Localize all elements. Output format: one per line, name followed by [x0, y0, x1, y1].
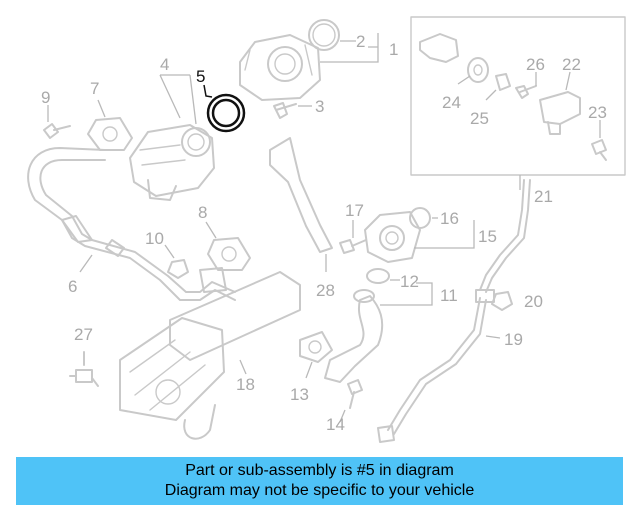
callout-12: 12 [400, 272, 419, 291]
callout-15: 15 [478, 227, 497, 246]
part-26-bolt [515, 85, 537, 99]
part-19-pipe [377, 289, 495, 443]
callout-28: 28 [316, 281, 335, 300]
callout-13: 13 [290, 385, 309, 404]
banner-line-2: Diagram may not be specific to your vehi… [164, 482, 475, 499]
part-bracket-inset [419, 33, 459, 63]
callout-19: 19 [504, 330, 523, 349]
callout-10: 10 [145, 229, 164, 248]
part-4-egr-valve [129, 124, 215, 201]
part-20-nut [491, 291, 513, 311]
part-17-bolt [339, 239, 367, 254]
part-27-temp-sensor [69, 351, 99, 387]
info-banner: Part or sub-assembly is #5 in diagram Di… [16, 457, 623, 505]
callout-11: 11 [440, 286, 458, 305]
part-28-bracket [269, 137, 333, 253]
part-9-bolt [43, 123, 71, 139]
part-14-bolt [347, 379, 363, 409]
part-15-coolant-flange [364, 211, 421, 263]
callout-26: 26 [526, 55, 545, 74]
callout-16: 16 [440, 209, 459, 228]
sensor-inset-box [410, 16, 626, 176]
callout-20: 20 [524, 292, 543, 311]
callout-14: 14 [326, 415, 345, 434]
part-18-egr-cooler [119, 271, 301, 440]
part-7-gasket [87, 117, 133, 151]
part-11-water-pipe [324, 289, 384, 383]
part-8-gasket [207, 237, 251, 271]
part-1-valve-housing [239, 34, 321, 101]
callout-4: 4 [160, 55, 169, 74]
part-13-gasket [299, 331, 333, 363]
callout-1: 1 [389, 40, 398, 59]
callout-17: 17 [345, 201, 364, 220]
part-23-bolt [591, 139, 607, 161]
part-25-spacer [495, 73, 511, 91]
callout-25: 25 [470, 109, 489, 128]
part-10-nut [167, 259, 189, 279]
part-2-gasket [308, 19, 340, 51]
callout-9: 9 [41, 88, 50, 107]
part-6-egr-pipe [27, 147, 236, 301]
callout-23: 23 [588, 103, 607, 122]
callout-27: 27 [74, 325, 93, 344]
callout-18: 18 [236, 375, 255, 394]
callout-3: 3 [315, 97, 324, 116]
callout-6: 6 [68, 277, 77, 296]
callout-8: 8 [198, 203, 207, 222]
part-21-vacuum-tube [479, 179, 531, 293]
part-24-bushing [467, 57, 489, 83]
callout-7: 7 [90, 79, 99, 98]
part-3-bolt [273, 102, 297, 119]
callout-21: 21 [534, 187, 553, 206]
callout-22: 22 [562, 55, 581, 74]
part-5-gasket-highlighted [206, 93, 246, 133]
part-16-gasket [409, 207, 431, 229]
part-22-pressure-sensor [539, 91, 581, 135]
callout-24: 24 [442, 93, 461, 112]
callout-2: 2 [356, 32, 365, 51]
banner-line-1: Part or sub-assembly is #5 in diagram [185, 462, 454, 479]
callout-5-highlighted: 5 [196, 67, 205, 86]
part-12-o-ring [366, 268, 390, 284]
